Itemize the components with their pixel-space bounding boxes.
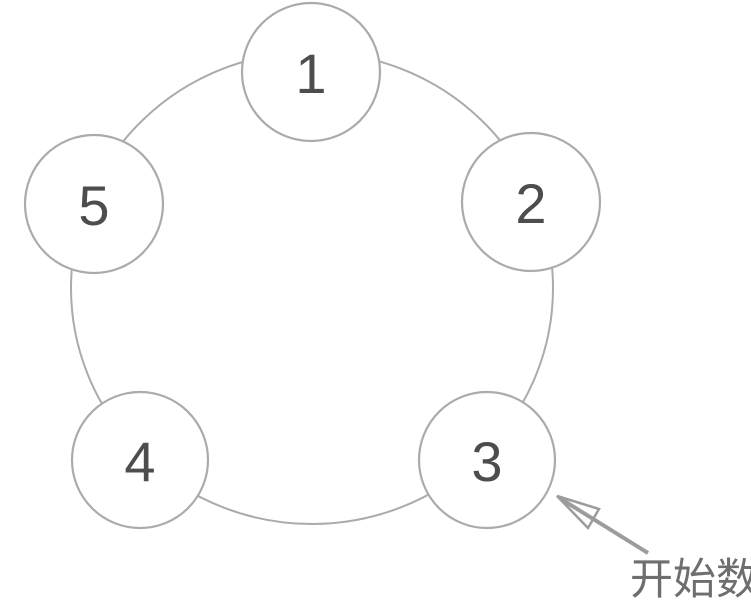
node-label-2: 2 [515,172,546,235]
arrow-shaft [559,497,650,555]
annotation-arrow [556,494,650,555]
node-circle-3 [417,390,557,530]
node-5: 5 [23,133,165,275]
node-circle-5 [23,133,165,275]
node-label-1: 1 [295,42,326,105]
node-label-5: 5 [78,174,109,237]
node-4: 4 [70,390,210,530]
node-label-4: 4 [124,430,155,493]
node-circle-2 [460,131,602,273]
node-circle-4 [70,390,210,530]
node-1: 1 [240,1,382,143]
node-label-3: 3 [471,430,502,493]
node-2: 2 [460,131,602,273]
annotation-label: 开始数 [630,556,751,603]
node-circle-1 [240,1,382,143]
arrow-head-icon [556,494,601,531]
node-3: 3 [417,390,557,530]
